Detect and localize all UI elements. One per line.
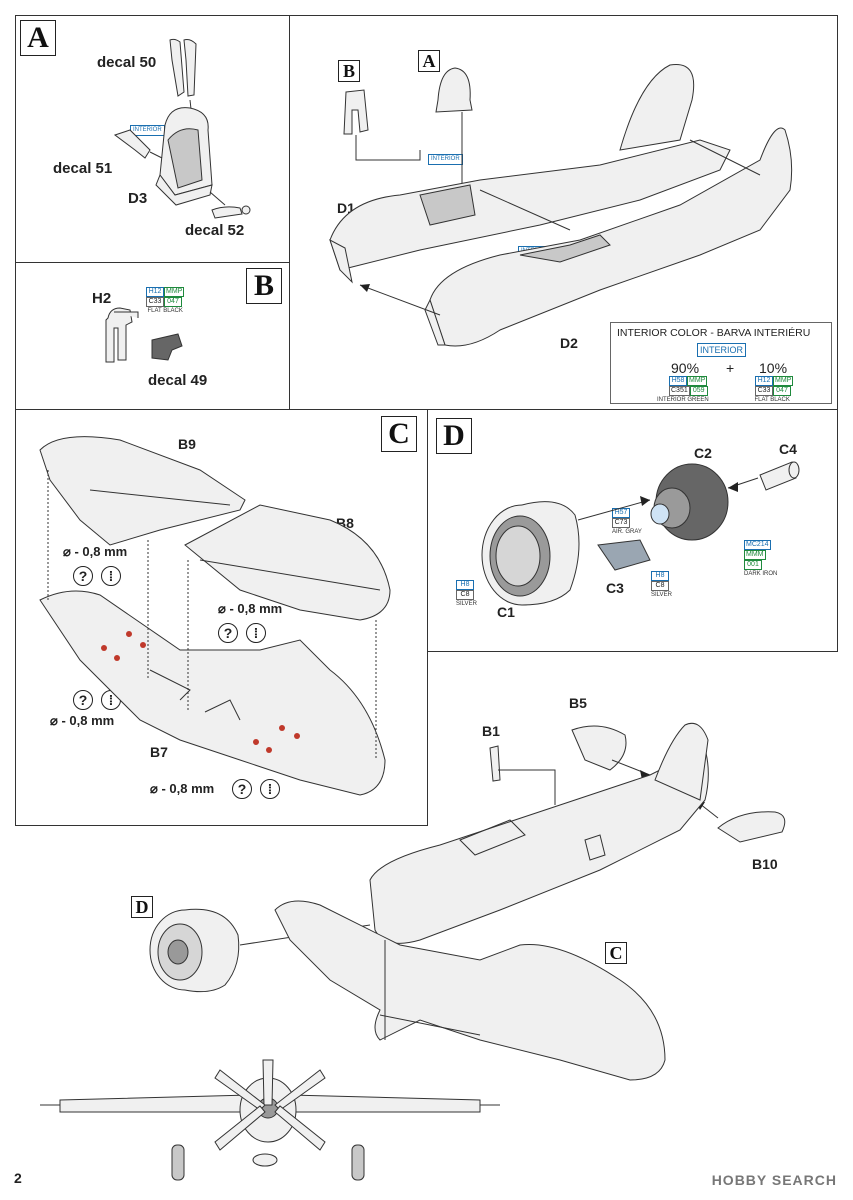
decal-49-label: decal 49 xyxy=(148,372,208,389)
paint-c: C33 xyxy=(146,297,164,307)
part-d2-label: D2 xyxy=(560,335,578,351)
decal-51-label: decal 51 xyxy=(53,160,113,177)
part-b7-label: B7 xyxy=(150,744,168,760)
interior-left-c: C351 xyxy=(669,386,690,396)
part-c3-label: C3 xyxy=(606,580,624,596)
c3-paint-c: C8 xyxy=(651,581,669,591)
part-b10-label: B10 xyxy=(752,856,778,872)
interior-pct-10: 10% xyxy=(759,360,788,376)
ref-c-box: C xyxy=(605,942,627,964)
part-c4-label: C4 xyxy=(779,441,797,457)
hobby-search-watermark: HOBBY SEARCH xyxy=(711,1172,837,1188)
paint-name: FLAT BLACK xyxy=(147,308,183,314)
c3-paint-code: H8 C8 SILVER xyxy=(651,571,672,599)
ref-a-box: A xyxy=(418,50,440,72)
drill-bit-icon-2: ⁞ xyxy=(246,623,266,643)
interior-color-title: INTERIOR COLOR - BARVA INTERIÉRU xyxy=(617,327,811,339)
decal-52-label: decal 52 xyxy=(185,222,245,239)
paint-mmp: MMP xyxy=(164,287,185,297)
panel-d-frame xyxy=(427,409,838,652)
interior-pct-90: 90% xyxy=(671,360,700,376)
drill-label-1: ⌀ - 0,8 mm xyxy=(63,544,128,559)
paint-num: 047 xyxy=(164,297,182,307)
interior-color-box: INTERIOR COLOR - BARVA INTERIÉRU INTERIO… xyxy=(610,322,832,404)
part-b5-label: B5 xyxy=(569,695,587,711)
c1-paint-name: SILVER xyxy=(456,601,477,607)
c1-paint-code: H8 C8 SILVER xyxy=(456,580,477,608)
wing-drawing-c xyxy=(39,436,391,796)
interior-right-name: FLAT BLACK xyxy=(754,397,790,403)
drill-question-icon-1: ? xyxy=(73,566,93,586)
ref-d-box: D xyxy=(131,896,153,918)
c2-paint-c: C73 xyxy=(612,518,630,528)
dark-iron-mc: MC214 xyxy=(744,540,771,550)
fuselage-drawing xyxy=(329,63,793,347)
drill-label-4: ⌀ - 0,8 mm xyxy=(150,781,215,796)
section-b-label: B xyxy=(246,268,282,304)
c1-paint-c: C8 xyxy=(456,590,474,600)
c3-paint-h: H8 xyxy=(651,571,669,581)
c2-paint-name: AIR. GRAY xyxy=(612,529,642,535)
part-d3-label: D3 xyxy=(128,190,148,207)
section-a-label: A xyxy=(20,20,56,56)
drill-bit-icon-4: ⁞ xyxy=(260,779,280,799)
part-c1-label: C1 xyxy=(497,604,515,620)
drill-question-icon-3: ? xyxy=(73,690,93,710)
part-c2-label: C2 xyxy=(694,445,712,461)
part-b1-label: B1 xyxy=(482,723,500,739)
interior-right-mmp: MMP xyxy=(773,376,794,386)
c3-paint-name: SILVER xyxy=(651,592,672,598)
seat-drawing-a xyxy=(113,38,251,219)
interior-plus: + xyxy=(726,360,735,376)
c1-paint-h: H8 xyxy=(456,580,474,590)
panel-drawing-b xyxy=(105,307,183,363)
drill-question-icon-4: ? xyxy=(232,779,252,799)
interior-right-c: C33 xyxy=(755,386,773,396)
decal-50-label: decal 50 xyxy=(97,54,157,71)
drill-bit-icon-1: ⁞ xyxy=(101,566,121,586)
section-c-label: C xyxy=(381,416,417,452)
engine-drawing-d xyxy=(481,461,800,606)
drill-label-2: ⌀ - 0,8 mm xyxy=(218,601,283,616)
dark-iron-num: 001 xyxy=(744,560,762,570)
interior-left-num: 059 xyxy=(689,386,708,396)
drill-label-3: ⌀ - 0,8 mm xyxy=(50,713,115,728)
interior-right-num: 047 xyxy=(773,386,791,396)
part-h2-label: H2 xyxy=(92,290,112,307)
interior-left-name: INTERIOR GREEN xyxy=(657,397,709,403)
page-number: 2 xyxy=(14,1170,22,1186)
interior-color-tag: INTERIOR xyxy=(697,343,747,357)
ref-b-box: B xyxy=(338,60,360,82)
interior-left-h: H58 xyxy=(669,376,687,386)
dark-iron-code: MC214 MMM 001 DARK IRON xyxy=(744,540,777,578)
section-d-label: D xyxy=(436,418,472,454)
paint-h: H12 xyxy=(146,287,164,297)
interior-left-mmp: MMP xyxy=(687,376,708,386)
interior-right-h: H12 xyxy=(755,376,773,386)
dark-iron-mmm: MMM xyxy=(744,550,766,560)
dark-iron-name: DARK IRON xyxy=(744,571,778,577)
drill-question-icon-2: ? xyxy=(218,623,238,643)
part-b9-label: B9 xyxy=(178,436,196,452)
